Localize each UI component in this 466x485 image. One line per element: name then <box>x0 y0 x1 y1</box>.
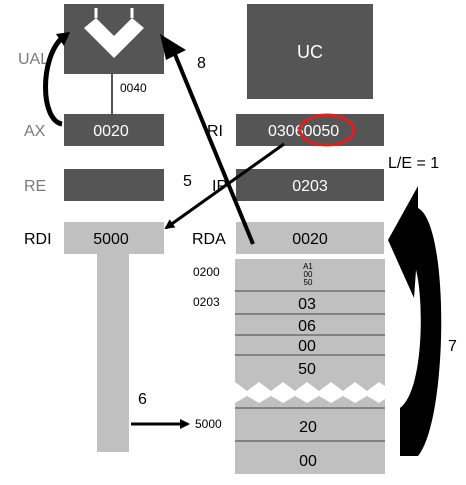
ual-label: UAL <box>18 51 49 68</box>
ri-value-highlight: 60050 <box>295 123 340 140</box>
ip-value: 0203 <box>292 178 328 195</box>
uc-box <box>247 4 373 99</box>
step-5-arrow <box>164 142 285 230</box>
rdi-value: 5000 <box>93 231 129 248</box>
rdi-label: RDI <box>24 231 52 248</box>
memory-break-zigzag-top <box>235 380 385 391</box>
memory-cell-0205: 00 <box>298 338 316 355</box>
ual-output-value: 0040 <box>120 81 147 95</box>
re-box <box>64 169 164 201</box>
ri-value-prefix: 030 <box>268 123 295 140</box>
memory-cell-0203: 03 <box>298 296 316 313</box>
step-8-arrowhead <box>160 34 186 60</box>
step-5-label: 5 <box>183 173 192 190</box>
memory-address-0200: 0200 <box>193 265 220 279</box>
step-8-arrow-shaft <box>172 51 255 245</box>
ual-v-shape-icon <box>84 18 144 58</box>
rda-box <box>236 222 384 254</box>
rdi-box <box>64 222 164 254</box>
memory-cell-0200-line3: 50 <box>304 278 313 287</box>
le-label: L/E = 1 <box>388 155 439 172</box>
uc-label: UC <box>297 42 323 62</box>
ri-label: RI <box>207 123 223 140</box>
step-6-label: 6 <box>138 391 147 408</box>
ri-highlight-circle <box>298 113 356 147</box>
memory-upper-block <box>235 259 385 382</box>
step-8-label: 8 <box>197 55 206 72</box>
step-7-curved-arrow <box>388 186 442 456</box>
memory-cell-5000: 20 <box>299 419 317 436</box>
memory-address-0203: 0203 <box>193 295 220 309</box>
ax-label: AX <box>24 123 46 140</box>
rda-label: RDA <box>192 231 226 248</box>
memory-cell-0200-line1: A1 <box>303 262 313 271</box>
memory-cell-0200-line2: 00 <box>304 270 313 279</box>
memory-cell-5001: 00 <box>299 453 317 470</box>
ri-value: 03060050 <box>268 123 339 140</box>
re-label: RE <box>24 178 46 195</box>
ax-to-ual-curve-arrow <box>43 36 64 127</box>
memory-cell-0206: 50 <box>298 361 316 378</box>
step-7-label: 7 <box>448 338 457 355</box>
ax-box <box>64 114 164 146</box>
memory-break-zigzag-bottom <box>235 396 385 410</box>
memory-address-5000: 5000 <box>195 417 222 431</box>
ip-box <box>236 169 384 201</box>
rda-value: 0020 <box>292 231 328 248</box>
memory-cell-0204: 06 <box>298 318 316 335</box>
ax-value: 0020 <box>93 123 129 140</box>
ax-to-ual-arrowhead <box>56 32 70 46</box>
rdi-address-bus <box>97 254 129 452</box>
